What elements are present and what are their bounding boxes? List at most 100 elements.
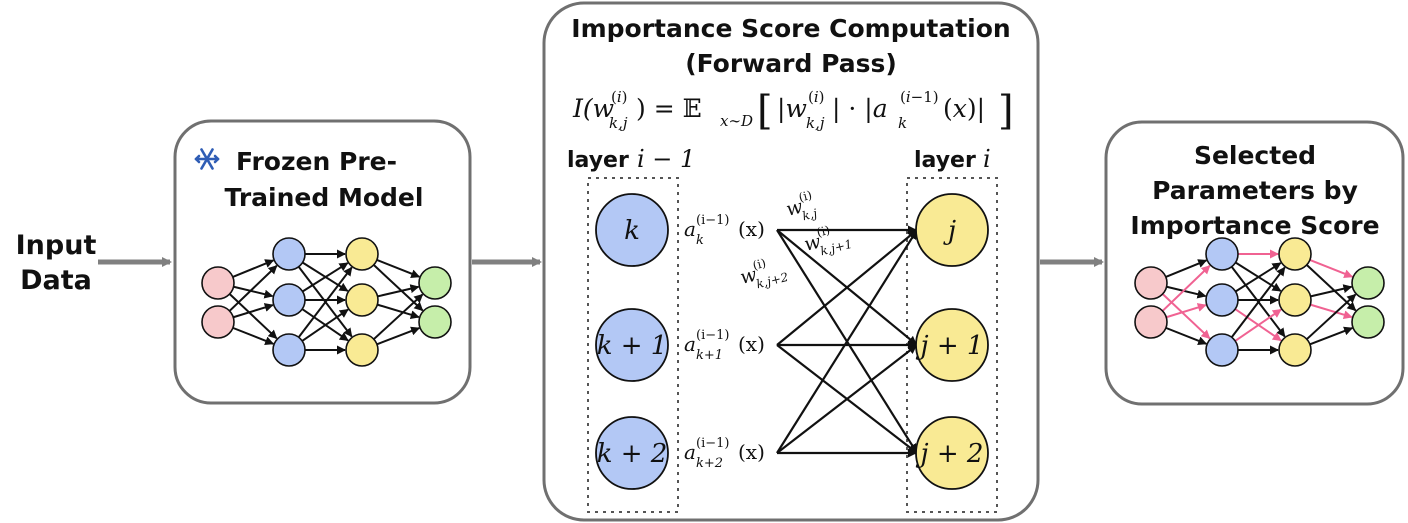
center-edge xyxy=(776,229,918,454)
network-edge xyxy=(1165,259,1208,278)
network-edge xyxy=(1230,266,1286,338)
network-node xyxy=(201,305,235,339)
network-node xyxy=(1205,283,1239,317)
svg-text:x∼D: x∼D xyxy=(720,112,753,130)
importance-title-line1: Importance Score Computation xyxy=(571,14,1010,43)
svg-text:(i): (i) xyxy=(808,88,825,106)
network-node xyxy=(201,266,235,300)
importance-title-line2: (Forward Pass) xyxy=(685,49,897,78)
svg-text:|w: |w xyxy=(777,94,807,124)
svg-text:I(w: I(w xyxy=(572,94,614,123)
network-edge xyxy=(232,259,275,278)
network-edge xyxy=(1166,285,1207,299)
activation-argument: (x) xyxy=(738,440,765,464)
activation-subscript: k+1 xyxy=(696,348,723,363)
svg-text:k: k xyxy=(898,114,907,132)
svg-text:| · |a: | · |a xyxy=(832,94,888,124)
selected-network xyxy=(1134,237,1385,367)
weight-subscript: k,j xyxy=(801,206,819,223)
network-node xyxy=(418,305,452,339)
right-node-0 xyxy=(915,193,989,267)
input-label-line2: Data xyxy=(20,265,92,296)
layer-right-word: layer xyxy=(914,148,976,173)
weight-superscript: (i) xyxy=(797,188,813,205)
activation-argument: (x) xyxy=(738,217,765,241)
network-edge xyxy=(1234,308,1282,342)
layer-right-var: i xyxy=(983,145,991,173)
left-node-label: k + 2 xyxy=(597,439,668,469)
center-edges xyxy=(776,225,918,458)
network-edge xyxy=(232,326,275,346)
importance-panel: Importance Score Computation (Forward Pa… xyxy=(542,1,1040,522)
selected-title-line1: Selected xyxy=(1194,141,1316,170)
svg-text:k,j: k,j xyxy=(806,114,825,132)
right-node-1 xyxy=(915,308,989,382)
center-activations: a(i−1)k(x)a(i−1)k+1(x)a(i−1)k+2(x) xyxy=(684,213,765,471)
svg-text:(x)|: (x)| xyxy=(943,94,985,124)
network-edge xyxy=(228,265,278,312)
layer-left-var: i − 1 xyxy=(637,145,695,173)
selected-title-line2: Parameters by xyxy=(1152,176,1358,205)
network-node xyxy=(1351,305,1385,339)
frozen-title-line2: Trained Model xyxy=(225,183,424,212)
activation-subscript: k+2 xyxy=(696,456,723,471)
network-edge xyxy=(1161,293,1211,340)
network-node xyxy=(1351,266,1385,300)
network-edge xyxy=(1309,326,1354,346)
network-node xyxy=(1205,333,1239,367)
svg-text:(i−1): (i−1) xyxy=(900,88,939,106)
activation-subscript: k xyxy=(696,233,704,248)
weight-symbol: w xyxy=(738,264,759,289)
frozen-title-line1: Frozen Pre- xyxy=(236,147,397,176)
weight-superscript: (i) xyxy=(751,256,767,273)
network-edge xyxy=(376,258,421,278)
network-node xyxy=(1134,266,1168,300)
svg-text:) = 𝔼: ) = 𝔼 xyxy=(636,94,702,123)
network-edge xyxy=(1306,293,1357,340)
svg-text:k,j: k,j xyxy=(609,114,628,132)
network-edge xyxy=(377,303,420,320)
left-node-label: k xyxy=(624,216,640,246)
frozen-network xyxy=(201,237,452,367)
right-node-2 xyxy=(915,416,989,490)
network-edge xyxy=(1310,284,1353,298)
network-edge xyxy=(376,326,421,346)
left-node-0 xyxy=(595,193,669,267)
network-edge xyxy=(228,293,278,340)
right-node-label: j + 2 xyxy=(916,439,984,469)
activation-argument: (x) xyxy=(738,332,765,356)
selected-panel: Selected Parameters by Importance Score xyxy=(1104,120,1405,406)
svg-text:[: [ xyxy=(757,88,773,134)
network-edge xyxy=(373,293,424,340)
network-edge xyxy=(1165,326,1208,346)
network-edge xyxy=(232,303,274,319)
activation-symbol: a xyxy=(684,332,696,356)
selected-title-line3: Importance Score xyxy=(1130,211,1379,240)
network-node xyxy=(418,266,452,300)
network-edge xyxy=(1310,303,1353,320)
input-data-label: Input Data xyxy=(16,230,97,296)
left-node-2 xyxy=(595,416,669,490)
network-edge xyxy=(297,266,353,338)
activation-superscript: (i−1) xyxy=(696,328,729,343)
frozen-model-panel: Frozen Pre- Trained Model xyxy=(173,119,472,405)
left-node-1 xyxy=(595,308,669,382)
network-node xyxy=(272,237,306,271)
network-node xyxy=(1278,237,1312,271)
activation-symbol: a xyxy=(684,217,696,241)
weight-symbol: w xyxy=(784,196,805,221)
activation-superscript: (i−1) xyxy=(696,436,729,451)
weight-superscript: (i) xyxy=(815,223,831,240)
right-node-label: j + 1 xyxy=(916,331,984,361)
weight-label-0: w(i)k,j xyxy=(784,188,819,223)
network-edge xyxy=(301,308,349,342)
layer-left-frame xyxy=(587,177,679,513)
svg-text:(i): (i) xyxy=(611,88,628,106)
network-edge xyxy=(1235,262,1282,293)
network-edge xyxy=(1165,303,1207,319)
importance-formula: I(w (i) k,j ) = 𝔼 x∼D [ |w (i) k,j | · |… xyxy=(572,88,1014,134)
weight-symbol: w xyxy=(802,231,823,256)
snowflake-icon xyxy=(194,148,220,170)
network-node xyxy=(1278,333,1312,367)
